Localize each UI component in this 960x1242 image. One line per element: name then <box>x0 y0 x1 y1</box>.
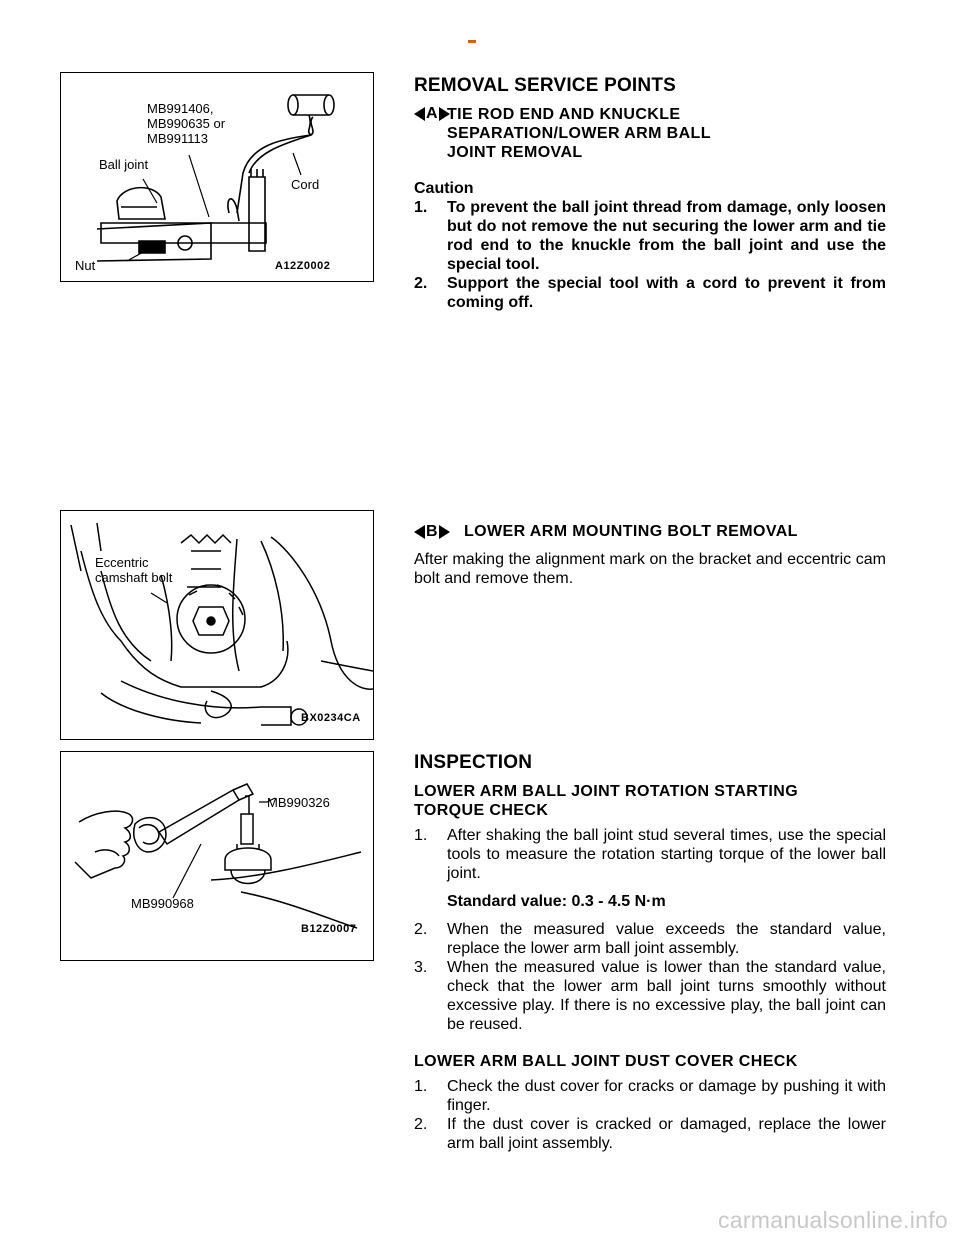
caution-item-text: Support the special tool with a cord to … <box>447 275 886 311</box>
dust-item: 2. If the dust cover is cracked or damage… <box>414 1115 886 1153</box>
caution-item: 1. To prevent the ball joint thread from … <box>414 198 886 274</box>
eccentric-bolt-label: Eccentric camshaft bolt <box>95 555 173 585</box>
torque-heading: LOWER ARM BALL JOINT ROTATION STARTING T… <box>414 783 799 819</box>
marker-b-text: After making the alignment mark on the b… <box>414 551 886 587</box>
marker-b-heading-text: LOWER ARM MOUNTING BOLT REMOVAL <box>464 523 798 540</box>
torque-item: 1. After shaking the ball joint stud seve… <box>414 826 886 883</box>
inspection-section: INSPECTION LOWER ARM BALL JOINT ROTATION… <box>414 752 886 1153</box>
torque-item-number: 2. <box>414 921 428 938</box>
figure-code: A12Z0002 <box>275 260 331 272</box>
torque-list: 1. After shaking the ball joint stud seve… <box>414 826 886 1034</box>
torque-check-illustration <box>74 783 362 929</box>
nut-label: Nut <box>75 258 96 273</box>
dust-item-number: 1. <box>414 1078 428 1095</box>
figure-code: BX0234CA <box>301 712 361 724</box>
marker-a-heading-text: TIE ROD END AND KNUCKLE SEPARATION/LOWER… <box>447 106 711 161</box>
eccentric-bolt-illustration <box>70 522 373 726</box>
caution-item-number: 1. <box>414 199 428 216</box>
dust-heading: LOWER ARM BALL JOINT DUST COVER CHECK <box>414 1053 798 1070</box>
removal-b-section: B LOWER ARM MOUNTING BOLT REMOVAL After … <box>414 522 886 588</box>
inspection-title: INSPECTION <box>414 752 533 773</box>
dust-item: 1. Check the dust cover for cracks or dam… <box>414 1077 886 1115</box>
torque-item-number: 1. <box>414 827 428 844</box>
figure-ball-joint-removal: MB991406, MB990635 or MB991113 Ball join… <box>60 72 374 282</box>
figure-eccentric-bolt: Eccentric camshaft bolt BX0234CA <box>60 510 374 740</box>
caution-label: Caution <box>414 180 474 197</box>
torque-item: 2. When the measured value exceeds the st… <box>414 920 886 958</box>
torque-item-text: When the measured value exceeds the stan… <box>447 921 886 957</box>
torque-item-number: 3. <box>414 959 428 976</box>
removal-section: REMOVAL SERVICE POINTS A TIE ROD END AND… <box>414 75 886 312</box>
torque-item: 3. When the measured value is lower than … <box>414 958 886 1034</box>
removal-title: REMOVAL SERVICE POINTS <box>414 75 677 96</box>
dust-item-number: 2. <box>414 1116 428 1133</box>
dust-list: 1. Check the dust cover for cracks or dam… <box>414 1077 886 1153</box>
marker-b-icon: B <box>414 523 450 541</box>
caution-item-text: To prevent the ball joint thread from da… <box>447 199 886 273</box>
torque-item-text: After shaking the ball joint stud severa… <box>447 827 886 882</box>
marker-a-heading: A TIE ROD END AND KNUCKLE SEPARATION/LOW… <box>414 105 886 162</box>
cord-label: Cord <box>291 177 320 192</box>
ball-joint-removal-illustration <box>96 94 335 262</box>
top-dash-mark <box>468 40 476 43</box>
ball-joint-label: Ball joint <box>99 157 149 172</box>
dust-item-text: If the dust cover is cracked or damaged,… <box>447 1116 886 1152</box>
figure-torque-check: MB990326 MB990968 B12Z0007 <box>60 751 374 961</box>
torque-item-text: When the measured value is lower than th… <box>447 959 886 1033</box>
caution-item: 2. Support the special tool with a cord t… <box>414 274 886 312</box>
caution-list: 1. To prevent the ball joint thread from … <box>414 198 886 312</box>
tool-label-top: MB990326 <box>267 795 330 810</box>
tool-label: MB991406, MB990635 or MB991113 <box>147 101 226 146</box>
marker-b-heading: B LOWER ARM MOUNTING BOLT REMOVAL <box>414 522 886 541</box>
figure-code: B12Z0007 <box>301 923 357 935</box>
dust-item-text: Check the dust cover for cracks or damag… <box>447 1078 886 1114</box>
marker-a-icon: A <box>414 105 450 123</box>
tool-label-bottom: MB990968 <box>131 896 194 911</box>
watermark: carmanualsonline.info <box>717 1207 948 1233</box>
caution-item-number: 2. <box>414 275 428 292</box>
standard-value: Standard value: 0.3 - 4.5 N·m <box>447 893 666 910</box>
